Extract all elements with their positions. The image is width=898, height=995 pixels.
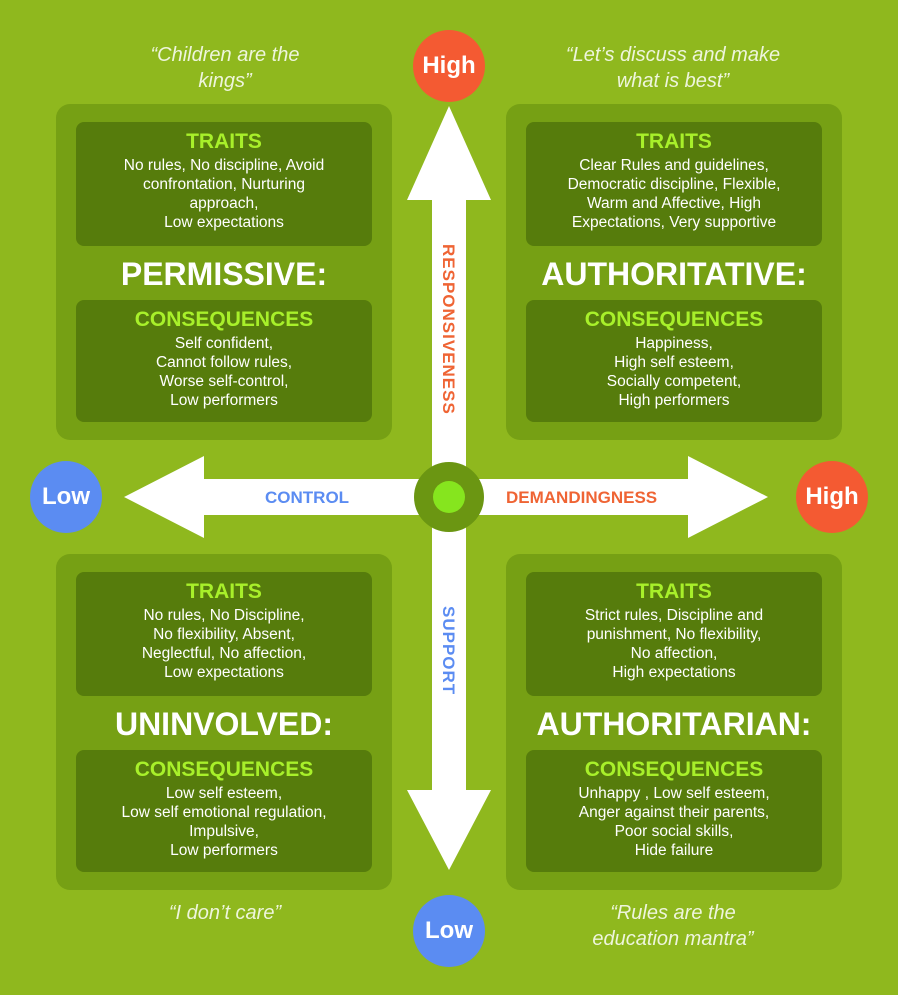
trait-line: approach, [189, 195, 259, 212]
consequences-title: CONSEQUENCES [134, 308, 314, 331]
trait-line: Democratic discipline, Flexible, [567, 176, 781, 193]
traits-title: TRAITS [636, 130, 712, 153]
consequence-line: Anger against their parents, [578, 804, 770, 821]
style-name-uninvolved: UNINVOLVED: [114, 706, 334, 742]
trait-line: Neglectful, No affection, [141, 645, 307, 662]
traits-title: TRAITS [636, 580, 712, 603]
consequences-title: CONSEQUENCES [134, 758, 314, 781]
consequence-line: High self esteem, [614, 354, 734, 371]
consequence-line: Low self emotional regulation, [121, 804, 327, 821]
consequence-line: Cannot follow rules, [155, 354, 293, 371]
consequence-line: Worse self-control, [159, 373, 289, 390]
consequence-line: Happiness, [635, 335, 713, 352]
trait-line: Strict rules, Discipline and [584, 607, 764, 624]
consequences-text: Unhappy , Low self esteem, Anger against… [526, 782, 822, 860]
control-label: CONTROL [265, 488, 350, 507]
consequence-line: Hide failure [634, 842, 714, 859]
traits-title: TRAITS [186, 130, 262, 153]
demandingness-label: DEMANDINGNESS [506, 488, 658, 507]
consequence-line: High performers [618, 392, 730, 409]
trait-line: Warm and Affective, High [586, 195, 762, 212]
quote-permissive: “Children are the kings” [150, 44, 300, 92]
trait-line: punishment, No flexibility, [586, 626, 762, 643]
support-label: SUPPORT [439, 606, 458, 696]
consequences-text: Self confident, Cannot follow rules, Wor… [76, 332, 372, 410]
style-name-permissive: PERMISSIVE: [120, 256, 328, 292]
quadrant-authoritarian: TRAITS Strict rules, Discipline and puni… [506, 554, 842, 890]
consequence-line: Self confident, [174, 335, 274, 352]
consequence-line: Low performers [170, 392, 278, 409]
consequence-line: Poor social skills, [614, 823, 734, 840]
consequences-box: CONSEQUENCES Low self esteem, Low self e… [76, 750, 372, 872]
trait-line: confrontation, Nurturing [143, 176, 305, 193]
trait-line: Expectations, Very supportive [571, 214, 777, 231]
consequence-line: Unhappy , Low self esteem, [578, 785, 770, 802]
quote-authoritarian: “Rules are the education mantra” [592, 902, 754, 950]
consequence-line: Low self esteem, [165, 785, 283, 802]
consequence-line: Socially competent, [606, 373, 742, 390]
consequences-title: CONSEQUENCES [584, 308, 764, 331]
traits-box: TRAITS Clear Rules and guidelines, Democ… [526, 122, 822, 246]
consequences-box: CONSEQUENCES Happiness, High self esteem… [526, 300, 822, 422]
trait-line: No affection, [630, 645, 718, 662]
style-name-authoritative: AUTHORITATIVE: [541, 256, 807, 292]
traits-text: Clear Rules and guidelines, Democratic d… [526, 154, 822, 232]
consequences-title: CONSEQUENCES [584, 758, 764, 781]
quadrant-permissive: TRAITS No rules, No discipline, Avoid co… [56, 104, 392, 440]
vertical-low-badge: Low [413, 895, 485, 967]
horizontal-high-badge: High [796, 461, 868, 533]
horizontal-low-badge: Low [30, 461, 102, 533]
traits-text: Strict rules, Discipline and punishment,… [526, 604, 822, 682]
traits-text: No rules, No Discipline, No flexibility,… [76, 604, 372, 682]
trait-line: No rules, No Discipline, [143, 607, 305, 624]
traits-box: TRAITS Strict rules, Discipline and puni… [526, 572, 822, 696]
consequences-text: Low self esteem, Low self emotional regu… [76, 782, 372, 860]
traits-box: TRAITS No rules, No Discipline, No flexi… [76, 572, 372, 696]
style-name-authoritarian: AUTHORITARIAN: [536, 706, 812, 742]
consequences-box: CONSEQUENCES Self confident, Cannot foll… [76, 300, 372, 422]
traits-box: TRAITS No rules, No discipline, Avoid co… [76, 122, 372, 246]
trait-line: Low expectations [164, 664, 284, 681]
consequence-line: Impulsive, [189, 823, 259, 840]
trait-line: Clear Rules and guidelines, [579, 157, 769, 174]
vertical-high-badge: High [413, 30, 485, 102]
center-dot [433, 481, 465, 513]
consequence-line: Low performers [170, 842, 278, 859]
consequences-text: Happiness, High self esteem, Socially co… [526, 332, 822, 410]
trait-line: No rules, No discipline, Avoid [123, 157, 325, 174]
quote-uninvolved: “I don’t care” [168, 902, 282, 924]
trait-line: Low expectations [164, 214, 284, 231]
quadrant-uninvolved: TRAITS No rules, No Discipline, No flexi… [56, 554, 392, 890]
traits-title: TRAITS [186, 580, 262, 603]
traits-text: No rules, No discipline, Avoid confronta… [76, 154, 372, 232]
quote-authoritative: “Let’s discuss and make what is best” [565, 44, 781, 92]
responsiveness-label: RESPONSIVENESS [439, 244, 458, 415]
consequences-box: CONSEQUENCES Unhappy , Low self esteem, … [526, 750, 822, 872]
quadrant-authoritative: TRAITS Clear Rules and guidelines, Democ… [506, 104, 842, 440]
trait-line: No flexibility, Absent, [153, 626, 295, 643]
trait-line: High expectations [612, 664, 736, 681]
